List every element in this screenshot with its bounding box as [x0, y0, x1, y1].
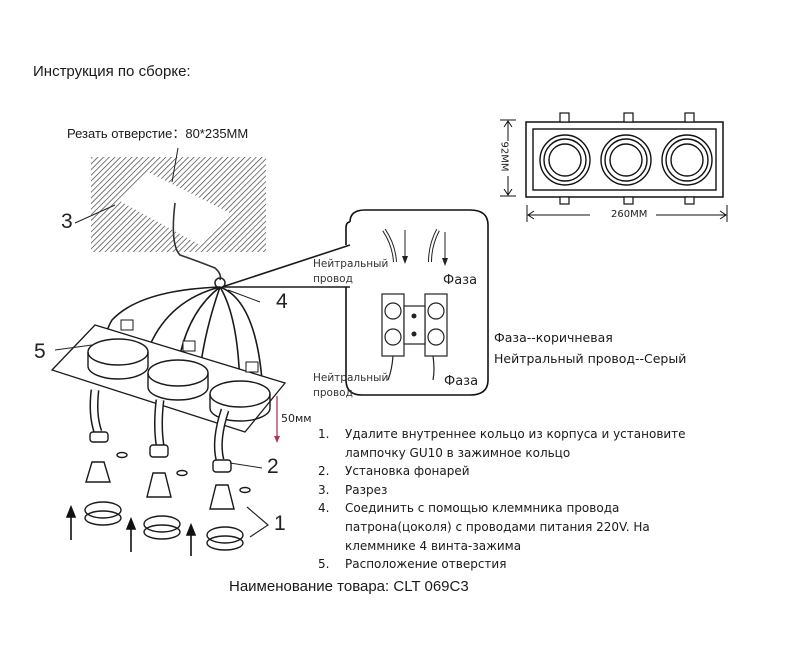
callout-5-leader [54, 344, 93, 351]
document-title: Инструкция по сборке: [33, 63, 191, 80]
height-dimension-label: 92MM [498, 141, 510, 172]
height-dimension-line [500, 119, 516, 197]
wire-color-legend: Фаза--коричневая Нейтральный провод--Сер… [494, 327, 686, 369]
insert-arrows [65, 504, 197, 556]
callout-4: 4 [276, 290, 288, 313]
step-item: 1. Удалите внутреннее кольцо из корпуса и… [318, 425, 715, 462]
step-item: 2. Установка фонарей [318, 462, 715, 481]
arrow-up-icon [65, 504, 77, 518]
step-text: Удалите внутреннее кольцо из корпуса и у… [345, 427, 686, 460]
product-name: Наименование товара: CLT 069C3 [229, 578, 469, 595]
lamps-and-rings [84, 389, 269, 551]
depth-dimension [274, 396, 280, 443]
wiring-detail-panel [345, 209, 489, 396]
luminaire-housing [50, 319, 287, 433]
top-view-diagram [500, 112, 728, 222]
power-cable [172, 202, 222, 281]
step-text: Разрез [345, 482, 388, 497]
phase-label-top: Фаза [443, 273, 478, 288]
step-item: 4. Соединить с помощью клеммника провода … [318, 499, 715, 555]
callout-1: 1 [274, 512, 286, 535]
step-text: Установка фонарей [345, 464, 470, 479]
step-item: 5. Расположение отверстия [318, 555, 715, 574]
cut-label-leader [171, 147, 179, 183]
step-text: Расположение отверстия [345, 557, 507, 572]
step-number: 3. [318, 482, 330, 497]
callout-5: 5 [34, 340, 46, 363]
callout-1-leader [246, 506, 269, 538]
cut-hole-label: Резать отверстие：80*235MM [67, 126, 249, 141]
legend-phase: Фаза--коричневая [494, 330, 613, 345]
depth-dimension-label: 50мм [281, 412, 312, 425]
width-dimension-label: 260MM [611, 209, 648, 220]
callout-2-leader [229, 462, 263, 469]
step-number: 1. [318, 427, 330, 441]
arrow-up-icon [125, 516, 137, 530]
step-text: Соединить с помощью клеммника провода па… [345, 501, 650, 553]
callout-3: 3 [61, 210, 73, 233]
step-number: 2. [318, 464, 330, 479]
callout-2: 2 [267, 455, 279, 478]
neutral-wire-label-bottom: Нейтральный провод [313, 372, 389, 399]
arrow-up-icon [185, 522, 197, 536]
step-number: 4. [318, 501, 330, 516]
width-dimension-line [526, 205, 728, 222]
step-item: 3. Разрез [318, 481, 715, 500]
phase-label-bottom: Фаза [444, 374, 479, 389]
neutral-wire-label-top: Нейтральный провод [313, 258, 389, 285]
legend-neutral: Нейтральный провод--Серый [494, 351, 687, 366]
assembly-steps: 1. Удалите внутреннее кольцо из корпуса и… [318, 425, 715, 574]
ceiling-cutout-diagram [74, 147, 266, 289]
callout-3-leader [74, 204, 116, 224]
step-number: 5. [318, 557, 330, 572]
